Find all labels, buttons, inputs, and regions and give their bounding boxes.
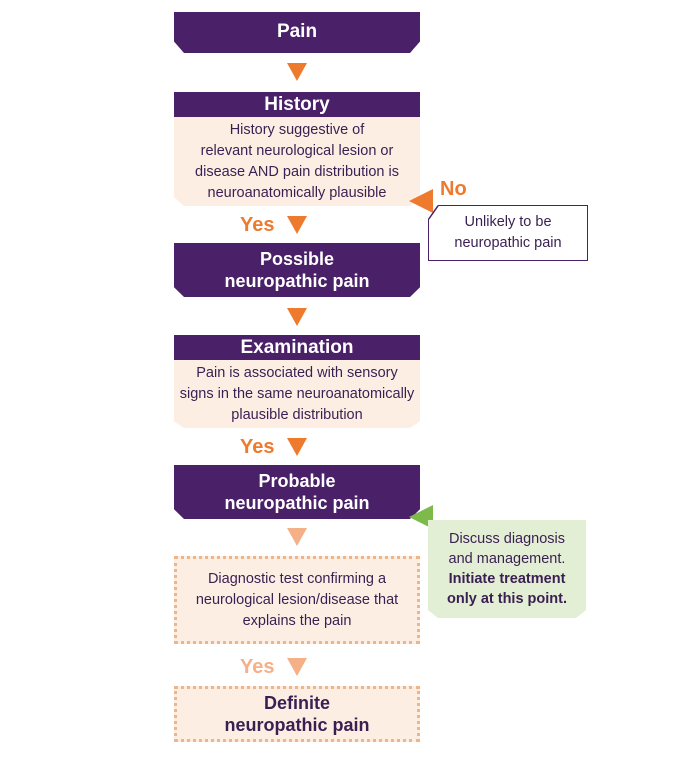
no-label: No xyxy=(440,178,467,200)
history-line: disease AND pain distribution is xyxy=(195,163,399,180)
yes-label-1: Yes xyxy=(240,214,275,236)
discuss-bold-line: Initiate treatment xyxy=(448,571,566,587)
definite-line: Definite xyxy=(263,693,330,713)
history-body: History suggestive of relevant neurologi… xyxy=(174,117,420,206)
discuss-line: and management. xyxy=(448,551,566,567)
discuss-box: Discuss diagnosis and management. Initia… xyxy=(428,520,586,618)
history-line: neuroanatomically plausible xyxy=(207,184,387,201)
arrow-down-6 xyxy=(287,658,307,676)
definite-line: neuropathic pain xyxy=(224,715,370,735)
arrow-down-2 xyxy=(287,216,307,234)
arrow-down-4 xyxy=(287,438,307,456)
arrow-down-5 xyxy=(287,528,307,546)
examination-header: Examination xyxy=(174,335,420,360)
discuss-line: Discuss diagnosis xyxy=(448,531,566,547)
diagnostic-box: Diagnostic test confirming a neurologica… xyxy=(174,556,420,644)
definite-box: Definite neuropathic pain xyxy=(174,686,420,742)
unlikely-box: Unlikely to be neuropathic pain xyxy=(428,205,588,261)
yes-label-2: Yes xyxy=(240,436,275,458)
diagnostic-line: neurological lesion/disease that xyxy=(195,591,399,608)
examination-line: signs in the same neuroanatomically xyxy=(179,385,415,402)
possible-line: neuropathic pain xyxy=(224,271,370,291)
possible-line: Possible xyxy=(259,249,334,269)
examination-title: Examination xyxy=(240,337,354,358)
arrow-down-3 xyxy=(287,308,307,326)
history-line: History suggestive of xyxy=(229,121,365,138)
unlikely-line: neuropathic pain xyxy=(454,235,562,251)
discuss-bold-line: only at this point. xyxy=(446,591,568,607)
diagnostic-line: explains the pain xyxy=(242,612,352,629)
examination-line: plausible distribution xyxy=(231,406,363,423)
probable-line: neuropathic pain xyxy=(224,493,370,513)
unlikely-line: Unlikely to be xyxy=(464,214,552,230)
possible-box: Possible neuropathic pain xyxy=(174,243,420,297)
probable-box: Probable neuropathic pain xyxy=(174,465,420,519)
history-title: History xyxy=(264,94,330,115)
examination-line: Pain is associated with sensory xyxy=(196,364,398,381)
pain-label: Pain xyxy=(276,21,318,42)
pain-box: Pain xyxy=(174,12,420,53)
history-header: History xyxy=(174,92,420,117)
arrow-left-green xyxy=(409,505,433,529)
arrow-down-1 xyxy=(287,63,307,81)
examination-body: Pain is associated with sensory signs in… xyxy=(174,360,420,428)
unlikely-border-corner xyxy=(428,205,439,220)
history-line: relevant neurological lesion or xyxy=(200,142,394,159)
diagnostic-line: Diagnostic test confirming a xyxy=(207,570,387,587)
probable-line: Probable xyxy=(258,471,336,491)
arrow-left-no xyxy=(409,189,433,213)
yes-label-3: Yes xyxy=(240,656,275,678)
